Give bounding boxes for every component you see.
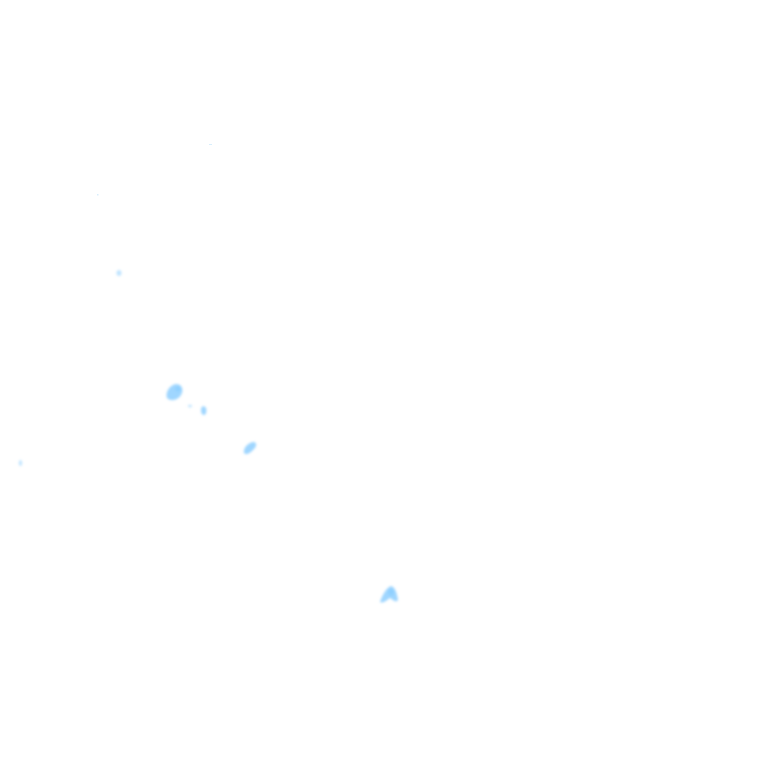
precip-cell (188, 404, 192, 408)
speck (209, 144, 212, 145)
precip-cell (166, 384, 183, 401)
precip-cell (243, 442, 257, 455)
speck (97, 194, 99, 196)
faint-specks (97, 144, 212, 196)
precip-cell (175, 386, 181, 392)
precip-cell (116, 270, 122, 276)
precip-cell (18, 460, 23, 466)
precip-cells (18, 270, 398, 603)
precip-cell (388, 588, 394, 596)
precip-cell (201, 406, 207, 415)
